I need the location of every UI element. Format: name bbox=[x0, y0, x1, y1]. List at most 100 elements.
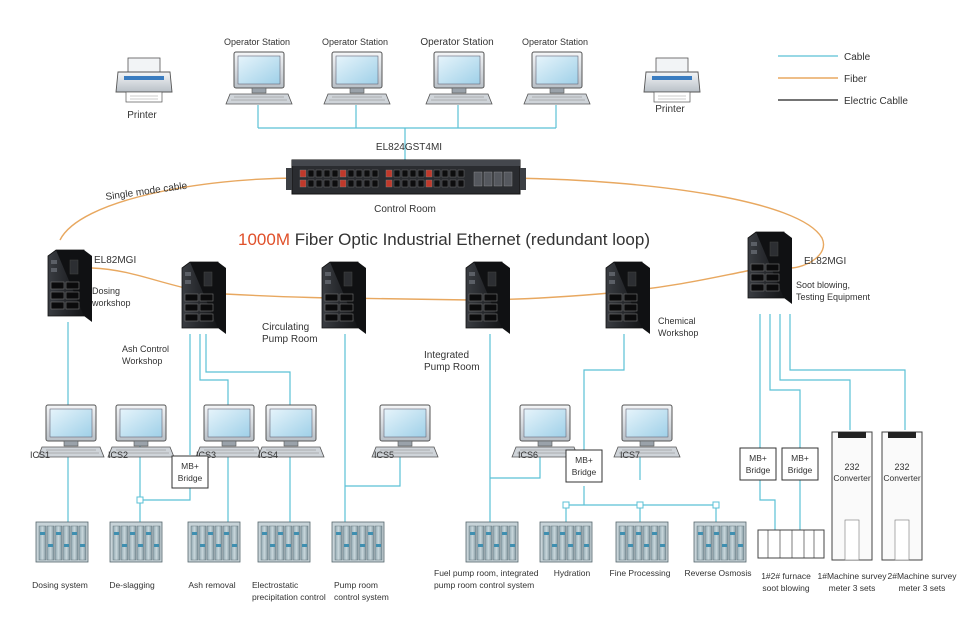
operator-station-2: Operator Station bbox=[322, 37, 391, 105]
label-dosing-system: Dosing system bbox=[32, 580, 88, 590]
switch-location-label-2: Testing Equipment bbox=[796, 292, 871, 302]
fiber-loop-upper-right bbox=[509, 177, 825, 269]
bridge-soot-2: MB+ Bridge bbox=[781, 447, 819, 481]
bridge-label-1: MB+ bbox=[749, 453, 767, 463]
label-soot-1: 1#2# furnace bbox=[761, 571, 811, 581]
core-switch-port bbox=[425, 169, 433, 178]
operator-station-1: Operator Station bbox=[224, 37, 293, 105]
core-switch-port bbox=[307, 179, 315, 188]
top-cable-bus bbox=[257, 105, 557, 160]
switch-location-label: Ash Control bbox=[122, 344, 169, 354]
core-switch-port bbox=[449, 169, 457, 178]
bridge-label-1: MB+ bbox=[181, 461, 199, 471]
core-switch-port bbox=[363, 179, 371, 188]
core-switch-port bbox=[385, 169, 393, 178]
converter-label-1: 232 bbox=[894, 462, 909, 472]
plc-reverse bbox=[693, 521, 747, 563]
ics-label: ICS2 bbox=[108, 450, 128, 460]
ics-label: ICS3 bbox=[196, 450, 216, 460]
bridge-soot-1: MB+ Bridge bbox=[739, 447, 777, 481]
converter-2: 232 Converter bbox=[881, 431, 923, 561]
converter-label-2: Converter bbox=[883, 473, 920, 483]
plc-hydration bbox=[539, 521, 593, 563]
title-accent: 1000M bbox=[238, 230, 290, 249]
core-switch-port bbox=[441, 179, 449, 188]
switch-location-label: Integrated bbox=[424, 350, 469, 361]
ics-5: ICS5 bbox=[371, 404, 439, 460]
core-switch-port bbox=[457, 169, 465, 178]
core-switch-port bbox=[401, 179, 409, 188]
plc-ash bbox=[187, 521, 241, 563]
ics-label: ICS1 bbox=[30, 450, 50, 460]
converter-label-2: Converter bbox=[833, 473, 870, 483]
ics-2: ICS2 bbox=[107, 404, 175, 460]
core-switch-port bbox=[449, 179, 457, 188]
ics-1: ICS1 bbox=[30, 404, 105, 460]
core-switch-port bbox=[315, 169, 323, 178]
label-fine-processing: Fine Processing bbox=[610, 568, 671, 578]
core-switch-port bbox=[409, 169, 417, 178]
switch-model-label: EL82MGI bbox=[804, 256, 846, 267]
label-survey-1b: meter 3 sets bbox=[829, 583, 876, 593]
core-switch-port bbox=[323, 179, 331, 188]
core-switch-port bbox=[339, 169, 347, 178]
core-switch-port bbox=[307, 169, 315, 178]
core-switch-port bbox=[457, 179, 465, 188]
core-switch-port bbox=[441, 169, 449, 178]
bridge-chemical: MB+ Bridge bbox=[565, 449, 603, 483]
core-switch-port bbox=[425, 179, 433, 188]
label-pump-room-2: control system bbox=[334, 592, 389, 602]
switch-dosing: EL82MGI Dosing workshop bbox=[47, 249, 136, 323]
converter-1: 232 Converter bbox=[831, 431, 873, 561]
switch-location-label: Chemical bbox=[658, 316, 696, 326]
switch-soot-blowing: EL82MGI Soot blowing, Testing Equipment bbox=[747, 231, 871, 305]
core-switch-port bbox=[331, 169, 339, 178]
core-switch-port bbox=[371, 169, 379, 178]
ics-3: ICS3 bbox=[195, 404, 263, 460]
switch-chemical: Chemical Workshop bbox=[605, 261, 698, 338]
ics-6: ICS6 bbox=[511, 404, 579, 460]
core-switch-port bbox=[355, 169, 363, 178]
ics-label: ICS7 bbox=[620, 450, 640, 460]
core-switch-port bbox=[347, 179, 355, 188]
core-switch-port bbox=[371, 179, 379, 188]
switch-location-label-2: Pump Room bbox=[424, 362, 480, 373]
printer-label: Printer bbox=[655, 104, 685, 115]
cable-junctions bbox=[136, 496, 720, 509]
core-switch-port bbox=[339, 179, 347, 188]
core-switch-sfp-port bbox=[483, 171, 493, 187]
soot-blowing-panel bbox=[757, 529, 825, 559]
label-fuel-pump-1: Fuel pump room, integrated bbox=[434, 568, 539, 578]
operator-station-label: Operator Station bbox=[224, 37, 290, 47]
legend: Cable Fiber Electric Cablle bbox=[778, 52, 908, 107]
ics-7: ICS7 bbox=[613, 404, 681, 460]
bridge-label-2: Bridge bbox=[572, 467, 597, 477]
switch-location-label-2: workshop bbox=[91, 298, 131, 308]
label-fuel-pump-2: pump room control system bbox=[434, 580, 534, 590]
switch-circulating: Circulating Pump Room bbox=[262, 261, 367, 345]
operator-station-label: Operator Station bbox=[322, 37, 388, 47]
bridge-ash: MB+ Bridge bbox=[171, 455, 209, 489]
switch-location-label: Soot blowing, bbox=[796, 280, 850, 290]
label-survey-2a: 2#Machine survey bbox=[888, 571, 958, 581]
printer-label: Printer bbox=[127, 110, 157, 121]
label-reverse-osmosis: Reverse Osmosis bbox=[684, 568, 751, 578]
core-switch: EL824GST4MI Control Room bbox=[286, 142, 526, 215]
label-hydration: Hydration bbox=[554, 568, 591, 578]
switch-location-label-2: Pump Room bbox=[262, 334, 318, 345]
switch-ash-control: Ash Control Workshop bbox=[122, 261, 227, 366]
label-deslagging: De-slagging bbox=[109, 580, 155, 590]
switch-integrated: Integrated Pump Room bbox=[424, 261, 511, 373]
core-switch-port bbox=[355, 179, 363, 188]
network-title: 1000M Fiber Optic Industrial Ethernet (r… bbox=[238, 230, 650, 249]
switch-location-label-2: Workshop bbox=[122, 356, 162, 366]
switch-model-label: EL82MGI bbox=[94, 255, 136, 266]
operator-station-label: Operator Station bbox=[522, 37, 588, 47]
switch-location-label: Dosing bbox=[92, 286, 120, 296]
label-survey-1a: 1#Machine survey bbox=[818, 571, 888, 581]
operator-station-4: Operator Station bbox=[522, 37, 591, 105]
switch-location-label: Circulating bbox=[262, 322, 309, 333]
control-room-label: Control Room bbox=[374, 204, 436, 215]
